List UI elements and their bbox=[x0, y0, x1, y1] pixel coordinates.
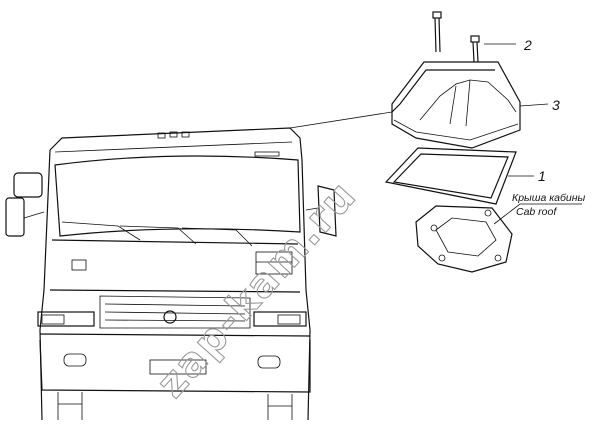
truck-cab-drawing bbox=[5, 127, 337, 421]
watermark: zap-kam.ru bbox=[148, 172, 366, 407]
callout-2: 2 bbox=[523, 37, 532, 53]
roof-label-leader bbox=[493, 203, 582, 225]
roof-leader-line bbox=[289, 111, 393, 129]
cab-roof-plate bbox=[415, 205, 513, 273]
callout-leader-3 bbox=[519, 103, 549, 107]
callout-1: 1 bbox=[538, 168, 546, 184]
bolts bbox=[432, 11, 480, 63]
gasket bbox=[384, 147, 517, 205]
callout-3: 3 bbox=[552, 97, 560, 113]
roof-label-russian: Крыша кабины bbox=[512, 192, 586, 204]
roof-label-english: Cab roof bbox=[516, 206, 557, 218]
lamp-housing bbox=[391, 61, 521, 149]
